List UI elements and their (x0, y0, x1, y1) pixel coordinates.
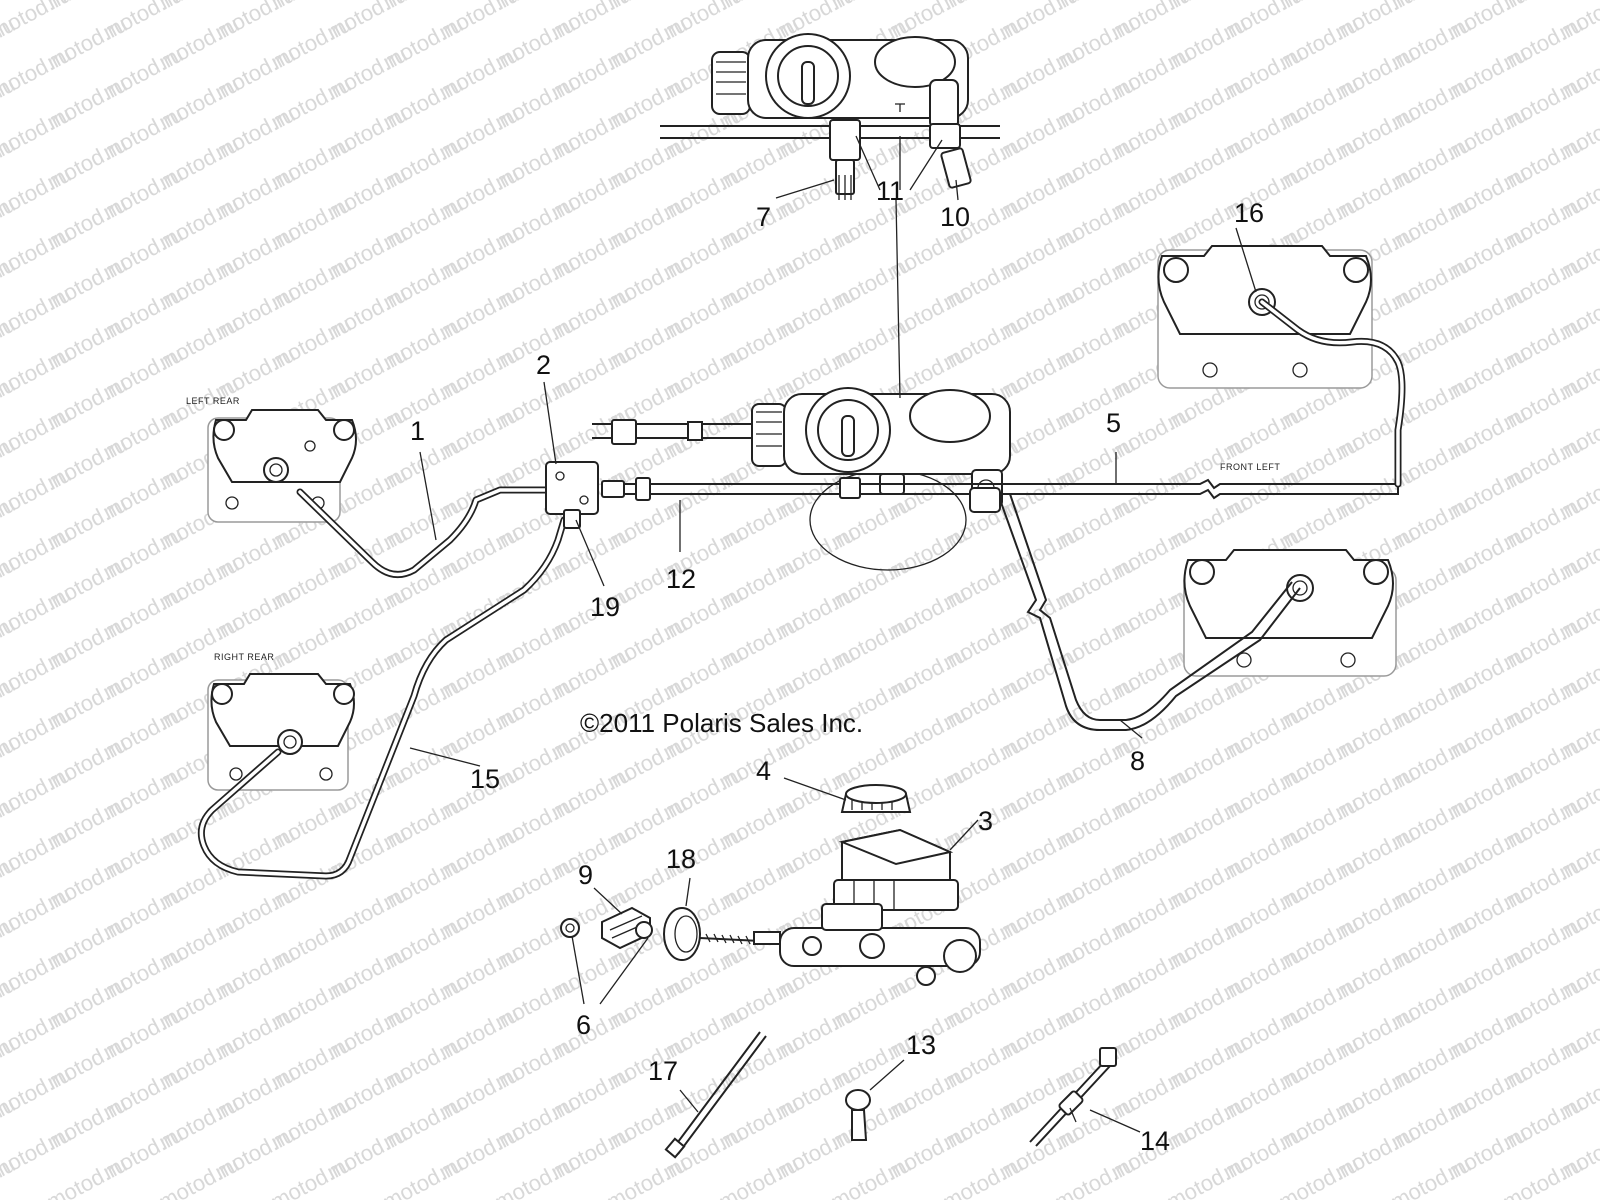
clip (845, 1089, 871, 1141)
watermark-text: motod.ru (939, 1152, 1027, 1200)
watermark-text: motod.ru (1499, 1152, 1587, 1200)
callout-13: 13 (906, 1030, 936, 1060)
distribution-block (545, 461, 599, 515)
right-rear-caliper (207, 673, 355, 791)
watermark-text: motod.ru (379, 1152, 467, 1200)
master-cylinder-exploded (699, 828, 981, 986)
label-right-rear: RIGHT REAR (214, 652, 274, 662)
watermark-text: motod.ru (43, 1152, 131, 1200)
callout-18: 18 (666, 844, 696, 874)
brake-lines (197, 298, 1406, 880)
callout-3: 3 (978, 806, 993, 836)
hose-clamp-tie (1029, 1047, 1117, 1147)
watermark-text: motod.ru (491, 1152, 579, 1200)
reservoir-cap (840, 784, 912, 813)
watermark-text: motod.ru (603, 1152, 691, 1200)
watermark-text: motod.ru (1275, 1152, 1363, 1200)
callout-10: 10 (940, 202, 970, 232)
watermark-text: motod.ru (1051, 1152, 1139, 1200)
copyright-text: ©2011 Polaris Sales Inc. (580, 708, 863, 738)
cable-tie (664, 1031, 767, 1159)
clevis-and-nuts (560, 906, 653, 950)
callout-17: 17 (648, 1056, 678, 1086)
watermark-text: motod.ru (267, 1152, 355, 1200)
callouts: 1 2 3 4 5 6 7 8 9 10 11 12 13 14 15 16 1… (410, 176, 1264, 1156)
callout-4: 4 (756, 756, 771, 786)
watermark-text: motod.ru (827, 1152, 915, 1200)
callout-12: 12 (666, 564, 696, 594)
callout-5: 5 (1106, 408, 1121, 438)
callout-11: 11 (876, 176, 904, 206)
callout-9: 9 (578, 860, 593, 890)
callout-19: 19 (590, 592, 620, 622)
callout-15: 15 (470, 764, 500, 794)
front-left-caliper (1157, 245, 1373, 389)
callout-1: 1 (410, 416, 425, 446)
callout-16: 16 (1234, 198, 1264, 228)
callout-7: 7 (756, 202, 771, 232)
front-right-caliper (1183, 549, 1397, 677)
label-front-left: FRONT LEFT (1220, 462, 1280, 472)
watermark-text: motod.ru (155, 1152, 243, 1200)
master-cylinder-detail-top (660, 33, 1000, 200)
watermark-text: motod.ru (715, 1152, 803, 1200)
left-rear-caliper (207, 409, 357, 523)
master-cylinder-assembly (592, 387, 1011, 571)
callout-2: 2 (536, 350, 551, 380)
boot-seal (663, 907, 701, 961)
watermark-text: motod.ru (1387, 1152, 1475, 1200)
label-left-rear: LEFT REAR (186, 396, 240, 406)
leader-lines (409, 135, 1257, 1133)
callout-6: 6 (576, 1010, 591, 1040)
callout-8: 8 (1130, 746, 1145, 776)
callout-14: 14 (1140, 1126, 1170, 1156)
watermark-text: motod.ru (1163, 1152, 1251, 1200)
